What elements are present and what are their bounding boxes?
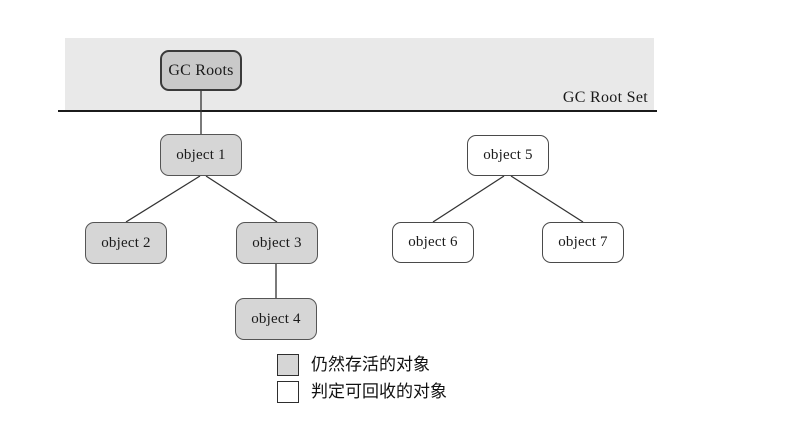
gc-root-set-separator-line: [58, 110, 657, 112]
gc-root-set-label: GC Root Set: [562, 89, 648, 106]
legend-row-recyclable: 判定可回收的对象: [277, 381, 447, 403]
node-object-2: object 2: [85, 222, 167, 264]
node-object-6: object 6: [392, 222, 474, 263]
alive-swatch: [277, 354, 299, 376]
node-object-1: object 1: [160, 134, 242, 176]
node-object-3: object 3: [236, 222, 318, 264]
node-object-4: object 4: [235, 298, 317, 340]
edge-object5-object7: [510, 175, 584, 223]
recyclable-swatch: [277, 381, 299, 403]
edge-object1-object2: [125, 175, 201, 223]
legend-label-alive: 仍然存活的对象: [311, 355, 430, 374]
node-object-5: object 5: [467, 135, 549, 176]
node-object-7: object 7: [542, 222, 624, 263]
edge-object1-object3: [205, 175, 278, 223]
legend: 仍然存活的对象 判定可回收的对象: [277, 354, 447, 403]
legend-label-recyclable: 判定可回收的对象: [311, 382, 447, 401]
legend-row-alive: 仍然存活的对象: [277, 354, 447, 376]
edge-object5-object6: [432, 175, 505, 223]
node-gc-roots: GC Roots: [160, 50, 242, 91]
